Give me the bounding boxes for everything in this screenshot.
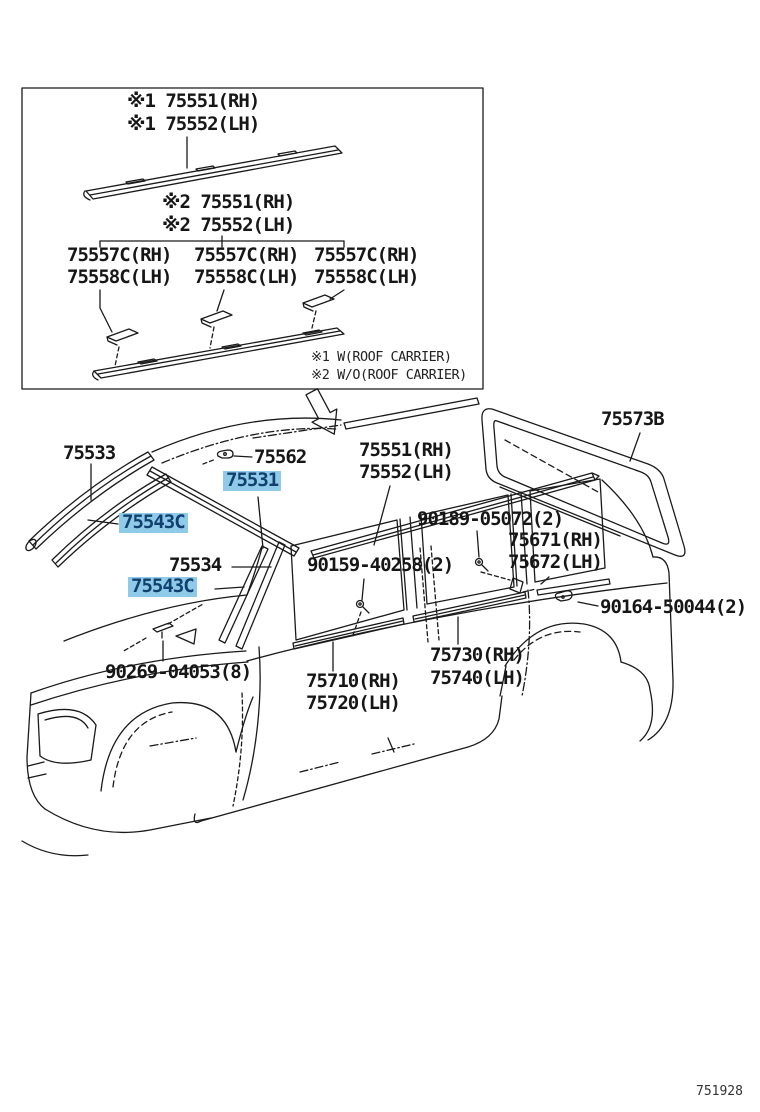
figure-code: 751928 [696, 1084, 743, 1099]
front-body-art [21, 547, 263, 857]
part-label-75552-lh-with-carrier: ※1 75552(LH) [127, 113, 260, 135]
rear-body-art [149, 556, 674, 824]
part-label-clip3-lh: 75558C(LH) [314, 266, 419, 288]
part-label-75573b: 75573B [601, 408, 665, 430]
part-label-75543c-lower-highlighted: 75543C [128, 576, 197, 597]
quarter-window-weatherstrip-art [481, 408, 686, 557]
part-label-75552-lh: 75552(LH) [359, 461, 454, 483]
part-label-75562: 75562 [254, 446, 307, 468]
part-label-clip2-lh: 75558C(LH) [194, 266, 299, 288]
side-glass-art [218, 478, 654, 650]
inset-note-with-roof-carrier: ※1 W(ROOF CARRIER) [311, 349, 452, 365]
inset-box-border [21, 87, 484, 390]
part-label-75531-highlighted: 75531 [223, 470, 282, 491]
fastener-art [121, 557, 573, 653]
clip-75562-art [202, 449, 234, 465]
roof-edge-art [151, 397, 480, 464]
part-label-75672-lh: 75672(LH) [508, 551, 603, 573]
inset-note-without-roof-carrier: ※2 W/O(ROOF CARRIER) [311, 367, 467, 383]
part-label-75720-lh: 75720(LH) [306, 692, 401, 714]
leader-lines [87, 432, 641, 672]
part-label-75730-rh: 75730(RH) [430, 644, 525, 666]
part-label-90159-40258: 90159-40258(2) [307, 554, 454, 576]
part-label-75551-rh-with-carrier: ※1 75551(RH) [127, 90, 260, 112]
belt-moulding-art [246, 578, 668, 662]
front-roof-moulding-art [146, 466, 300, 557]
part-label-clip1-rh: 75557C(RH) [67, 244, 172, 266]
part-label-90164-50044: 90164-50044(2) [600, 596, 747, 618]
direction-arrow [305, 388, 338, 435]
part-label-90269-04053: 90269-04053(8) [105, 661, 252, 683]
part-label-75534: 75534 [169, 554, 222, 576]
part-label-90189-05072: 90189-05072(2) [417, 508, 564, 530]
windshield-moulding-art [25, 451, 172, 568]
part-label-75551-rh: 75551(RH) [359, 439, 454, 461]
part-label-75543c-upper-highlighted: 75543C [119, 512, 188, 533]
part-label-75671-rh: 75671(RH) [508, 529, 603, 551]
part-label-75552-lh-without-carrier: ※2 75552(LH) [162, 214, 295, 236]
part-label-clip3-rh: 75557C(RH) [314, 244, 419, 266]
part-label-75551-rh-without-carrier: ※2 75551(RH) [162, 191, 295, 213]
roof-carrier-inset-art [21, 87, 484, 390]
part-label-75740-lh: 75740(LH) [430, 667, 525, 689]
part-label-75710-rh: 75710(RH) [306, 670, 401, 692]
part-label-clip1-lh: 75558C(LH) [67, 266, 172, 288]
part-label-clip2-rh: 75557C(RH) [194, 244, 299, 266]
part-label-75533: 75533 [63, 442, 116, 464]
